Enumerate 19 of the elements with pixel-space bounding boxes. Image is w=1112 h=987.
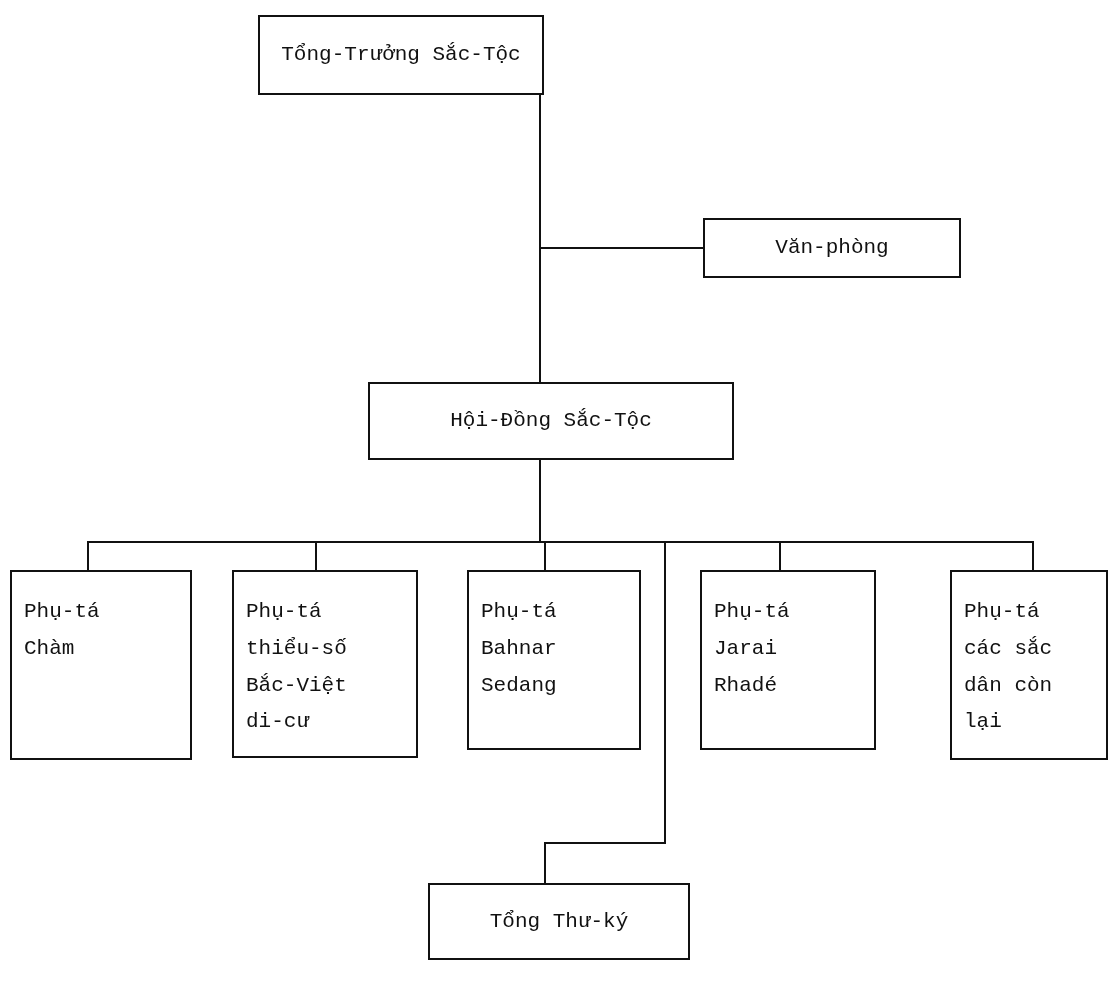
org-box — [700, 570, 876, 750]
box-label: Phụ-tá Chàm — [24, 599, 101, 662]
box-label: Phụ-tá thiểu-số Bắc-Việt di-cư — [246, 599, 347, 736]
box-label: Phụ-tá Bahnar Sedang — [481, 599, 558, 699]
box-label: Hội-Đồng Sắc-Tộc — [450, 407, 652, 435]
org-box — [10, 570, 192, 760]
box-label: Phụ-tá Jarai Rhadé — [714, 599, 791, 699]
connector-line — [539, 94, 541, 383]
org-box — [467, 570, 641, 750]
org-box — [232, 570, 418, 758]
box-label: Phụ-tá các sắc dân còn lại — [964, 599, 1054, 736]
org-box — [428, 883, 690, 960]
box-label: Tổng Thư-ký — [489, 908, 629, 935]
org-box — [258, 15, 544, 95]
box-label: Văn-phòng — [775, 235, 889, 262]
org-box — [950, 570, 1108, 760]
org-box — [703, 218, 961, 278]
box-label: Tổng-Trưởng Sắc-Tộc — [281, 41, 521, 69]
org-box — [368, 382, 734, 460]
